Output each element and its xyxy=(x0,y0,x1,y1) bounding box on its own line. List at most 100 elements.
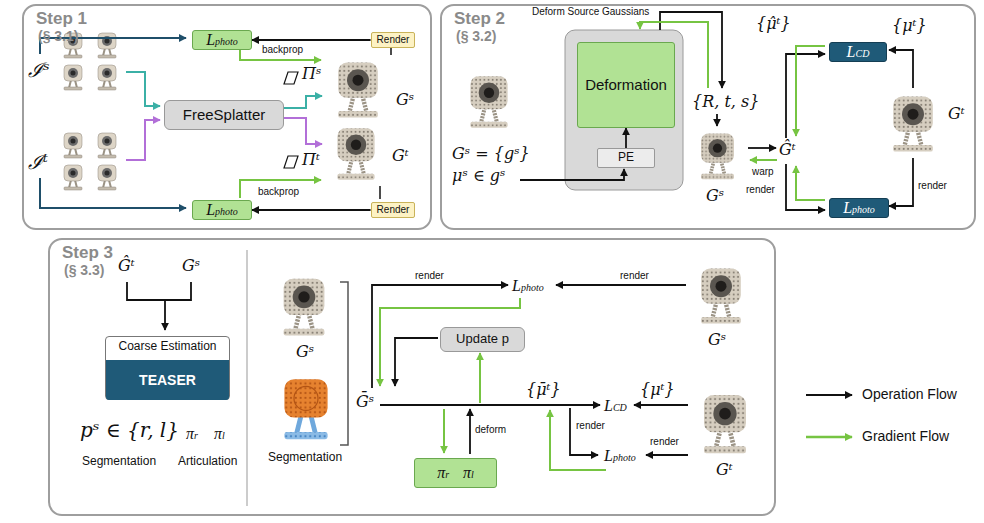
camera-icon xyxy=(284,156,298,168)
input-view xyxy=(64,165,82,190)
divider-line xyxy=(246,250,248,506)
flow-label: render xyxy=(650,436,679,448)
node-text: Render xyxy=(377,204,410,216)
step-panel: Step 3(§ 3.3) Coarse EstimationTEASER Upda… xyxy=(48,238,776,516)
math-label: Πˢ xyxy=(302,64,321,83)
input-view xyxy=(98,165,116,190)
operation-arrow xyxy=(748,147,776,149)
render-box: Render xyxy=(371,32,416,48)
loss-box: Lphoto xyxy=(192,200,252,220)
math-label: {μ̄ᵗ} xyxy=(526,380,561,399)
node-subtext: (§ 3.1) xyxy=(36,28,78,45)
target-arrow xyxy=(282,118,322,144)
operation-arrow xyxy=(570,408,598,455)
estimation-box: Coarse EstimationTEASER xyxy=(105,336,230,400)
math-label: Gˢ = {gˢ} xyxy=(452,144,530,163)
flow-label: backprop xyxy=(262,44,303,56)
math-label: ℐˢ xyxy=(28,58,50,82)
gaussian-render xyxy=(337,128,374,180)
caption-label: Segmentation xyxy=(82,454,156,468)
gradient-arrow xyxy=(796,46,825,136)
render-line xyxy=(379,186,381,199)
node-text: LCD xyxy=(847,43,870,61)
operation-arrow xyxy=(646,454,688,456)
gaussian-render xyxy=(284,279,325,336)
node-text: Lphoto xyxy=(206,31,238,49)
node-text: Step 2 xyxy=(454,9,505,28)
node-text: TEASER xyxy=(139,372,196,388)
node-subtext: πl xyxy=(463,464,474,482)
operation-arrow xyxy=(786,164,825,210)
flow-label: render xyxy=(415,270,444,282)
gradient-arrow xyxy=(443,409,445,453)
target-arrow xyxy=(126,120,160,160)
flow-connector xyxy=(252,39,371,41)
flow-label: warp xyxy=(752,166,774,178)
math-label: Gᵗ xyxy=(948,104,965,123)
math-label: Πᵗ xyxy=(302,150,320,169)
node-text: FreeSplatter xyxy=(183,106,266,123)
render-line xyxy=(390,47,392,55)
loss-box: Lphoto xyxy=(829,198,889,218)
flow-label: backprop xyxy=(258,186,299,198)
bracket xyxy=(340,282,348,445)
parameter-box: πrπl xyxy=(414,458,497,488)
math-label: Gˢ xyxy=(182,256,200,275)
node-text: πr xyxy=(437,464,449,482)
flow-label: Deform Source Gaussians xyxy=(532,6,649,18)
loss-label: πr xyxy=(186,424,198,443)
input-view xyxy=(98,133,116,158)
update-box: Update p xyxy=(440,327,525,352)
legend-label: Gradient Flow xyxy=(862,428,949,444)
operation-arrow xyxy=(786,54,825,138)
camera-icon xyxy=(284,72,298,84)
gaussian-render xyxy=(470,76,507,128)
operation-arrow xyxy=(395,338,438,386)
math-label: Ĝᵗ xyxy=(779,140,796,159)
math-label: Gᵗ xyxy=(716,460,733,479)
flow-label: render xyxy=(746,184,775,196)
gaussian-render xyxy=(701,134,734,180)
math-label: μˢ ∈ gˢ xyxy=(452,166,505,185)
legend-label: Operation Flow xyxy=(862,386,957,402)
gradient-arrow xyxy=(240,180,321,198)
node-text: Step 3 xyxy=(62,243,113,262)
flow-connector xyxy=(625,128,627,148)
encoding-box: PE xyxy=(597,148,655,168)
input-view xyxy=(98,65,116,90)
gradient-arrow xyxy=(750,159,777,161)
step-panel: Step 1(§ 3.1)LphotoRenderFreeSplatterLph… xyxy=(22,4,432,230)
operation-arrow xyxy=(634,404,688,406)
operation-arrow xyxy=(520,169,624,180)
deformation-module xyxy=(565,30,683,190)
node-subtext: (§ 3.3) xyxy=(62,262,104,279)
operation-arrow xyxy=(889,158,913,206)
flow-connector xyxy=(252,209,371,211)
input-view xyxy=(64,65,82,90)
math-label: Gˢ xyxy=(396,90,414,109)
legend-sample xyxy=(806,394,852,396)
operation-arrow xyxy=(889,50,913,88)
node-subtext: (§ 3.2) xyxy=(454,28,496,45)
node-text: Update p xyxy=(456,332,509,347)
math-label: pˢ ∈ {r, l} xyxy=(80,418,179,442)
node-text: Deformation xyxy=(585,76,667,93)
math-label: Gˢ xyxy=(706,186,724,205)
merge-line xyxy=(127,282,191,300)
node-text: PE xyxy=(618,151,634,165)
loss-label: Lphoto xyxy=(512,276,544,295)
solver-box: TEASER xyxy=(106,360,229,400)
gaussian-render xyxy=(701,269,741,324)
math-label: {μᵗ} xyxy=(892,16,927,35)
operation-arrow xyxy=(164,300,166,330)
operation-arrow xyxy=(469,409,471,454)
source-arrow xyxy=(126,72,160,106)
node-text: Render xyxy=(377,34,410,46)
gaussian-render xyxy=(893,97,933,152)
loss-box: Lphoto xyxy=(192,30,252,50)
source-arrow xyxy=(282,96,322,108)
node-text: Lphoto xyxy=(843,199,875,217)
input-arrow xyxy=(40,178,186,208)
